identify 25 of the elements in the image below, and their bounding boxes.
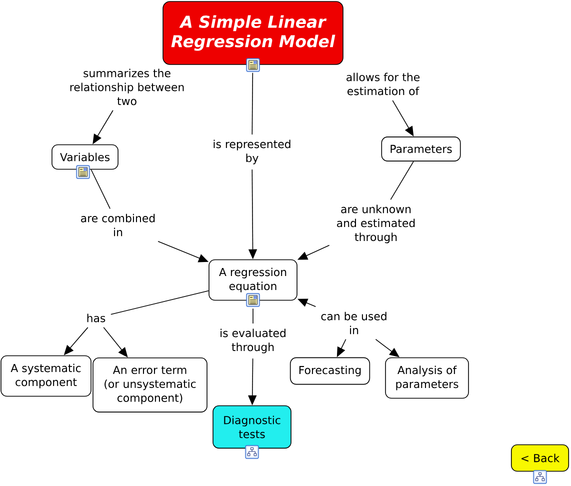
linking-phrase: is represented by [214,140,290,164]
connector-line [390,161,414,200]
concept-box: An error term (or unsystematic component) [92,358,208,412]
concept-box: Variables [52,144,118,170]
linking-phrase: are combined in [81,214,155,236]
linking-phrase: has [87,314,106,322]
back-button: < Back [510,444,570,472]
concept-box: Forecasting [290,357,370,385]
linking-phrase: summarizes the relationship between two [70,68,184,106]
connector-line [252,308,254,324]
linking-phrase: are unknown and estimated through [337,204,415,244]
arrow [103,327,128,358]
concept-box: Analysis of parameters [385,357,469,399]
arrow [392,100,414,136]
concept-box: Diagnostic tests [212,405,292,449]
concept-box: Parameters [381,136,461,162]
connector-line [90,169,110,210]
connector-line [110,290,209,315]
concept-box: A regression equation [208,259,298,301]
concept-box: A systematic component [0,355,92,397]
linking-phrase: allows for the estimation of [346,72,420,96]
linking-phrase: is evaluated through [220,328,286,354]
concept-box: A Simple Linear Regression Model [162,1,344,65]
connector-line [252,72,254,135]
linking-phrase: can be used in [321,312,386,334]
